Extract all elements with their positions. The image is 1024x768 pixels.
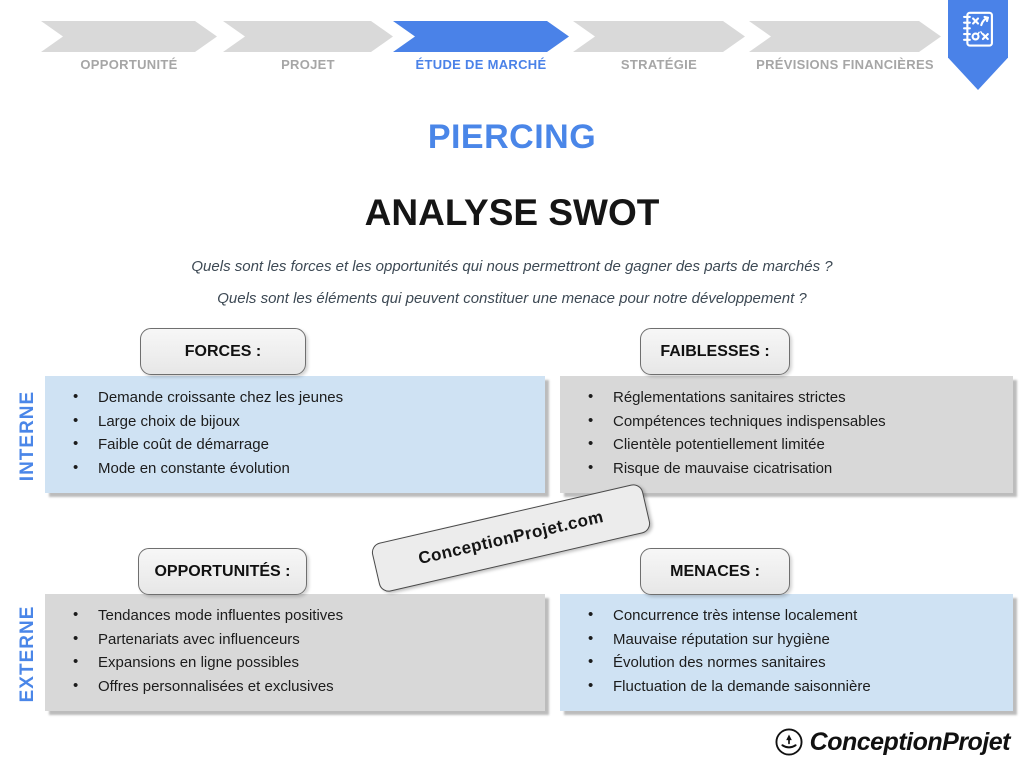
strategy-playbook-icon bbox=[963, 11, 993, 47]
watermark-banner: ConceptionProjet.com bbox=[369, 482, 653, 594]
forces-list: Demande croissante chez les jeunes Large… bbox=[45, 388, 545, 478]
question-line-1: Quels sont les forces et les opportunité… bbox=[191, 258, 833, 275]
faiblesses-list: Réglementations sanitaires strictes Comp… bbox=[560, 388, 1013, 478]
stepper-chevron-projet bbox=[223, 21, 393, 52]
list-item: Mauvaise réputation sur hygiène bbox=[588, 630, 1013, 649]
menaces-box: Concurrence très intense localement Mauv… bbox=[560, 594, 1013, 711]
list-item: Risque de mauvaise cicatrisation bbox=[588, 459, 1013, 478]
stepper-label-strategie: STRATÉGIE bbox=[620, 57, 698, 72]
list-item: Compétences techniques indispensables bbox=[588, 412, 1013, 431]
opportunites-box: Tendances mode influentes positives Part… bbox=[45, 594, 545, 711]
footer-brand-text: ConceptionProjet bbox=[809, 727, 1011, 756]
footer-logo: ConceptionProjet bbox=[774, 727, 1011, 757]
list-item: Concurrence très intense localement bbox=[588, 606, 1013, 625]
stepper-label-opportunite: OPPORTUNITÉ bbox=[80, 57, 178, 72]
bookmark-ribbon bbox=[948, 0, 1008, 90]
list-item: Évolution des normes sanitaires bbox=[588, 653, 1013, 672]
list-item: Offres personnalisées et exclusives bbox=[73, 677, 545, 696]
faiblesses-title-box: FAIBLESSES : bbox=[640, 328, 790, 375]
list-item: Faible coût de démarrage bbox=[73, 435, 545, 454]
list-item: Mode en constante évolution bbox=[73, 459, 545, 478]
list-item: Tendances mode influentes positives bbox=[73, 606, 545, 625]
swot-title: ANALYSE SWOT bbox=[364, 192, 660, 233]
menaces-title-box: MENACES : bbox=[640, 548, 790, 595]
list-item: Réglementations sanitaires strictes bbox=[588, 388, 1013, 407]
forces-box: Demande croissante chez les jeunes Large… bbox=[45, 376, 545, 493]
question-line-2: Quels sont les éléments qui peuvent cons… bbox=[217, 290, 807, 307]
list-item: Demande croissante chez les jeunes bbox=[73, 388, 545, 407]
faiblesses-box: Réglementations sanitaires strictes Comp… bbox=[560, 376, 1013, 493]
stepper-label-previsions: PRÉVISIONS FINANCIÈRES bbox=[756, 57, 934, 72]
hand-logo-icon bbox=[775, 728, 803, 756]
list-item: Clientèle potentiellement limitée bbox=[588, 435, 1013, 454]
page-title: PIERCING bbox=[427, 118, 597, 156]
forces-title-box: FORCES : bbox=[140, 328, 306, 375]
list-item: Expansions en ligne possibles bbox=[73, 653, 545, 672]
list-item: Partenariats avec influenceurs bbox=[73, 630, 545, 649]
opportunites-title-box: OPPORTUNITÉS : bbox=[138, 548, 307, 595]
stepper-label-etude-de-marche: ÉTUDE DE MARCHÉ bbox=[415, 57, 547, 72]
axis-label-interne: INTERNE bbox=[17, 390, 38, 482]
stepper-chevron-etude-de-marche bbox=[393, 21, 569, 52]
list-item: Fluctuation de la demande saisonnière bbox=[588, 677, 1013, 696]
opportunites-list: Tendances mode influentes positives Part… bbox=[45, 606, 545, 696]
stepper-chevron-previsions bbox=[749, 21, 941, 52]
axis-label-externe: EXTERNE bbox=[17, 605, 38, 703]
stepper-chevron-strategie bbox=[573, 21, 745, 52]
list-item: Large choix de bijoux bbox=[73, 412, 545, 431]
menaces-list: Concurrence très intense localement Mauv… bbox=[560, 606, 1013, 696]
stepper-label-projet: PROJET bbox=[281, 57, 335, 72]
stepper-chevron-opportunite bbox=[41, 21, 217, 52]
